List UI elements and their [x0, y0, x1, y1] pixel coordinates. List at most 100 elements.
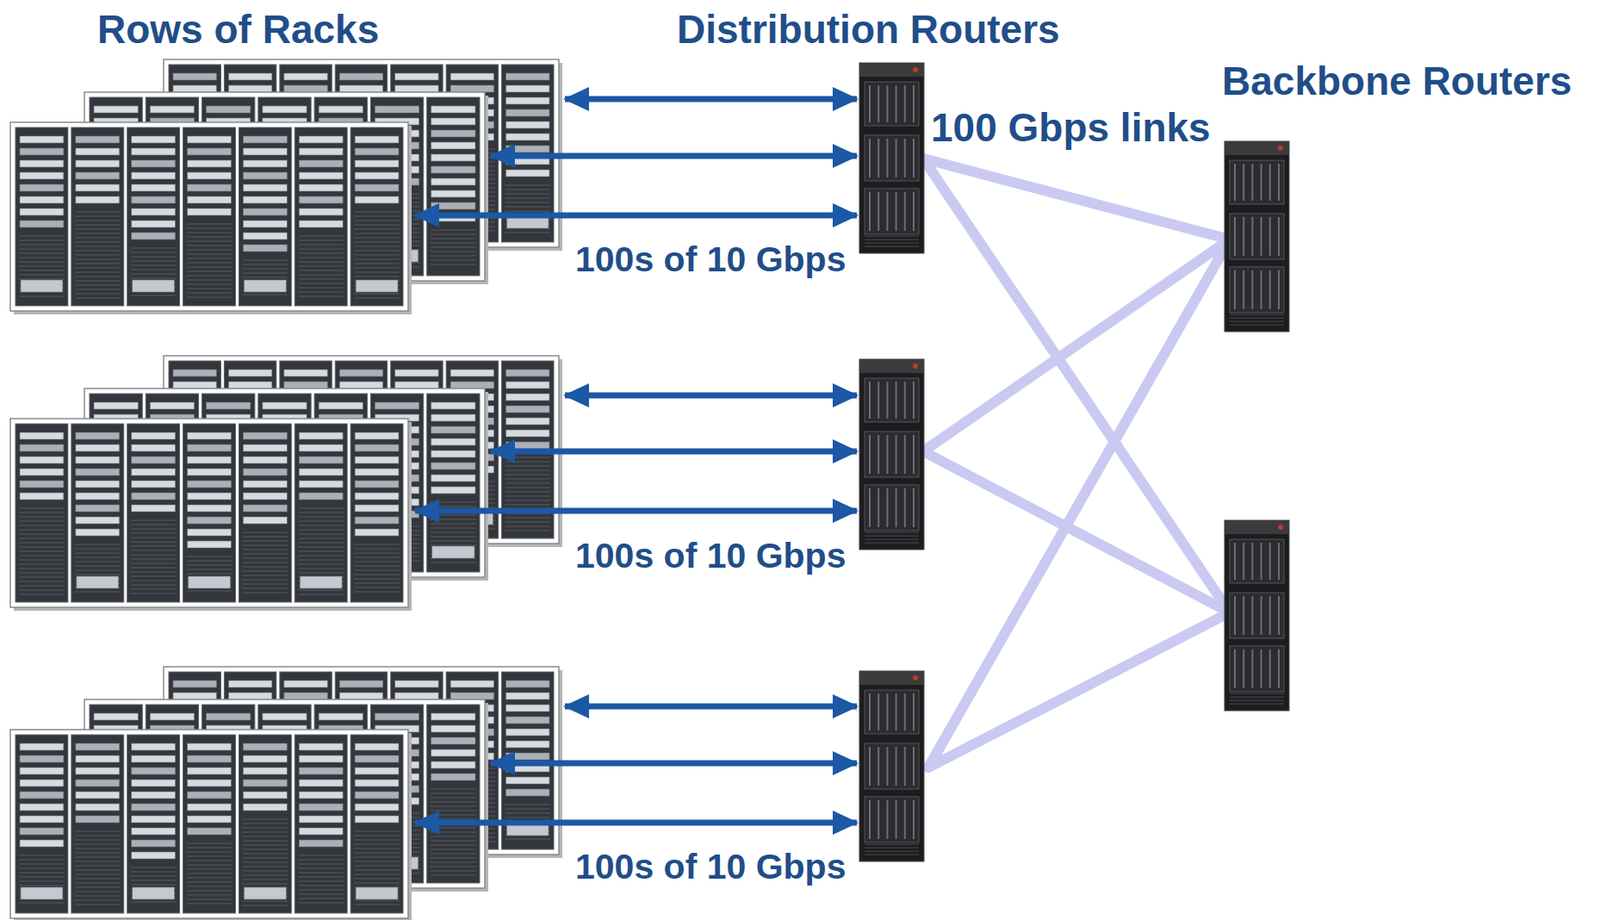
vent-line	[74, 215, 121, 217]
vent-line	[74, 851, 121, 853]
line-card	[1251, 163, 1253, 201]
vent-line	[18, 239, 65, 241]
vent-line	[430, 874, 477, 875]
vent-line	[241, 839, 288, 841]
server-unit	[450, 85, 494, 93]
vent-line	[18, 593, 65, 595]
vent-line	[18, 507, 65, 509]
vent-line	[505, 465, 551, 466]
vent-line	[74, 894, 121, 896]
vent-line	[353, 582, 400, 583]
vent-line	[297, 524, 344, 526]
vent-line	[130, 268, 177, 270]
vent-line	[241, 865, 288, 867]
vent-line	[130, 536, 177, 538]
server-unit	[242, 480, 287, 488]
vent-line	[186, 850, 233, 852]
vent-line	[18, 528, 65, 530]
server-unit	[93, 105, 138, 113]
server-unit	[228, 369, 272, 377]
vent-line	[353, 560, 400, 562]
vent-line	[864, 239, 919, 241]
line-card	[868, 434, 871, 474]
line-card	[868, 488, 871, 528]
server-unit	[242, 160, 287, 168]
server-unit	[354, 492, 399, 500]
server-unit	[506, 788, 550, 796]
vent-line	[130, 570, 177, 572]
rack-cabinet	[183, 127, 236, 306]
vent-line	[130, 900, 177, 902]
router-chassis	[859, 62, 925, 254]
vent-line	[74, 860, 121, 862]
line-card	[1269, 163, 1272, 201]
vent-line	[18, 580, 65, 582]
line-card	[1260, 542, 1263, 580]
vent-line	[353, 236, 400, 238]
rack-row	[10, 418, 412, 611]
rack-cabinet	[350, 127, 404, 306]
server-unit	[19, 839, 64, 847]
rack-cabinet	[427, 704, 480, 883]
server-unit	[431, 474, 476, 482]
vent-line	[18, 554, 65, 556]
server-unit	[242, 172, 287, 180]
vent-line	[353, 254, 400, 255]
vent-line	[430, 852, 477, 854]
vent-line	[241, 874, 288, 875]
vent-line	[353, 219, 400, 221]
server-unit	[19, 755, 64, 763]
server-unit	[131, 492, 176, 500]
panel-frame	[10, 122, 409, 311]
vent-line	[241, 899, 288, 901]
vent-line	[241, 272, 288, 273]
vent-line	[18, 256, 65, 258]
vent-line	[430, 527, 477, 528]
line-card	[868, 800, 871, 839]
server-unit	[75, 492, 120, 500]
vent-line	[18, 901, 65, 903]
server-unit	[75, 172, 120, 180]
server-unit	[75, 743, 120, 751]
server-unit	[19, 827, 64, 835]
vent-line	[241, 818, 288, 819]
vent-line	[430, 796, 477, 798]
drive-bay	[299, 576, 342, 589]
server-unit	[506, 441, 550, 449]
line-card	[877, 192, 880, 231]
line-card	[1234, 270, 1236, 310]
server-unit	[298, 220, 343, 228]
vent-line	[74, 543, 121, 545]
server-unit	[173, 692, 217, 700]
vent-line	[353, 830, 400, 832]
rack-cabinet	[350, 423, 404, 602]
line-card	[904, 434, 906, 474]
line-card	[895, 488, 898, 528]
line-card	[1260, 163, 1263, 201]
server-unit	[431, 402, 476, 410]
rack-cabinet	[71, 734, 125, 913]
server-unit	[149, 402, 194, 410]
vent-line	[18, 265, 65, 267]
server-unit	[354, 468, 399, 476]
server-unit	[19, 767, 64, 775]
vent-line	[430, 787, 477, 789]
vent-line	[18, 243, 65, 245]
server-unit	[131, 196, 176, 204]
server-unit	[242, 232, 287, 240]
rack-cabinet	[427, 393, 480, 572]
vent-line	[130, 545, 177, 546]
rack-cabinet	[15, 423, 69, 602]
vent-line	[297, 563, 344, 565]
server-unit	[354, 504, 399, 512]
line-card	[912, 488, 915, 528]
server-unit	[339, 369, 383, 377]
line-card	[877, 800, 880, 839]
vent-line	[186, 564, 233, 565]
server-unit	[431, 462, 476, 470]
vent-line	[74, 830, 121, 832]
server-unit	[506, 405, 550, 413]
vent-line	[297, 511, 344, 513]
vent-line	[74, 899, 121, 900]
vent-line	[18, 541, 65, 543]
